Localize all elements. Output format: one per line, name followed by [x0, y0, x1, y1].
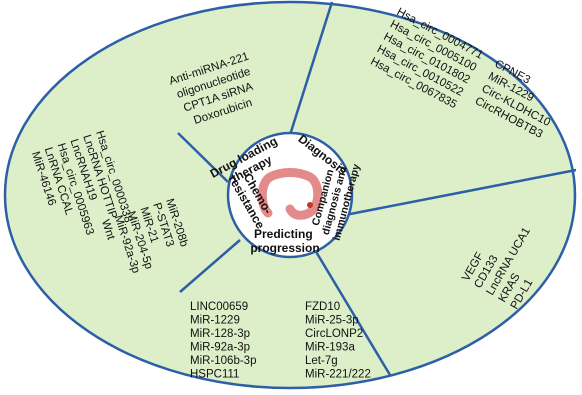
- colon-lesion: [307, 202, 313, 208]
- colon-shape: [257, 168, 323, 220]
- list-item: MiR-221/222: [305, 369, 371, 381]
- divider-top: [288, 1, 334, 136]
- divider-right: [344, 168, 577, 217]
- divider-bottom-left: [179, 239, 241, 293]
- inner-circle: [226, 131, 354, 259]
- list-item: CircLONP2: [305, 328, 363, 340]
- list-item: LINC00659: [190, 301, 248, 313]
- list-item: HSPC111: [190, 369, 239, 381]
- divider-top-left: [177, 132, 229, 183]
- list-item: Let-7g: [305, 355, 338, 367]
- list-item: MiR-25-3p: [305, 315, 359, 327]
- list-item: MiR-128-3p: [190, 328, 250, 340]
- list-item: MiR-193a: [305, 342, 355, 354]
- divider-bottom-right: [313, 249, 392, 376]
- list-item: MiR-106b-3p: [190, 355, 256, 367]
- list-item: MiR-92a-3p: [190, 342, 250, 354]
- section-dividers: [177, 1, 577, 376]
- list-item: MiR-1229: [190, 315, 240, 327]
- colon-organ-icon: [257, 168, 323, 220]
- list-item: FZD10: [305, 301, 340, 313]
- inner-label-line: progression: [250, 241, 319, 255]
- inner-label-line: Predicting: [254, 227, 313, 241]
- inner-label-predicting-progression: Predicting progression: [250, 227, 319, 255]
